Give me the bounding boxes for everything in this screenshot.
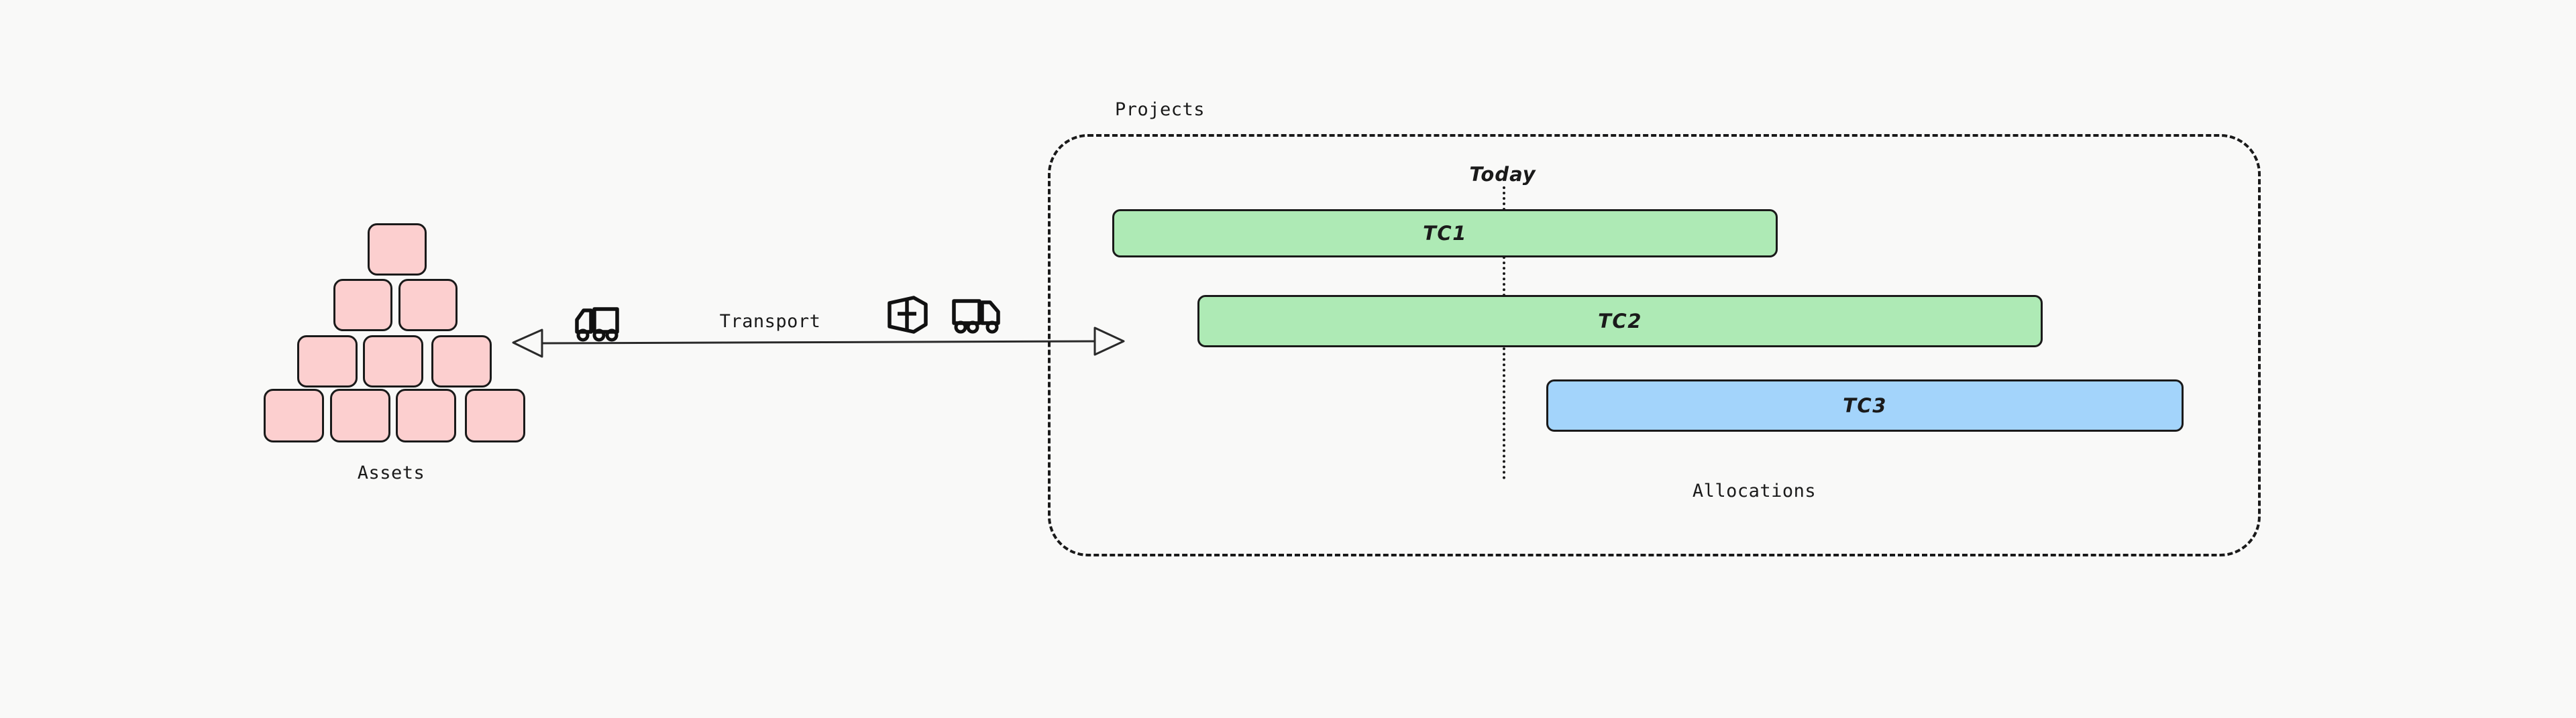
transport-arrow bbox=[512, 326, 1125, 358]
asset-block bbox=[396, 389, 456, 442]
arrow-head-left bbox=[512, 328, 543, 358]
transport-group: Transport bbox=[0, 0, 1140, 402]
today-label: Today bbox=[1469, 163, 1536, 186]
projects-container bbox=[1048, 134, 2261, 556]
assets-group: Assets bbox=[0, 0, 604, 510]
projects-label: Projects bbox=[1115, 99, 1205, 120]
asset-block bbox=[465, 389, 525, 442]
asset-block bbox=[363, 335, 423, 387]
gantt-bar-tc1[interactable]: TC1 bbox=[1112, 209, 1778, 257]
container-icon bbox=[888, 296, 928, 334]
allocations-label: Allocations bbox=[1692, 481, 1817, 501]
asset-block bbox=[368, 223, 427, 276]
truck-right-icon bbox=[952, 299, 1000, 334]
asset-block bbox=[398, 279, 458, 331]
asset-block bbox=[264, 389, 324, 442]
gantt-bar-label: TC3 bbox=[1843, 394, 1887, 417]
arrow-head-right bbox=[1093, 326, 1125, 356]
gantt-bar-label: TC2 bbox=[1598, 310, 1642, 333]
gantt-bar-tc3[interactable]: TC3 bbox=[1546, 379, 2184, 432]
asset-block bbox=[330, 389, 390, 442]
truck-left-icon bbox=[575, 307, 619, 342]
gantt-bar-label: TC1 bbox=[1423, 222, 1467, 245]
assets-label: Assets bbox=[357, 463, 425, 483]
gantt-bar-tc2[interactable]: TC2 bbox=[1197, 295, 2043, 347]
asset-block bbox=[333, 279, 392, 331]
transport-label: Transport bbox=[719, 311, 821, 332]
asset-block bbox=[297, 335, 358, 387]
asset-block bbox=[431, 335, 492, 387]
